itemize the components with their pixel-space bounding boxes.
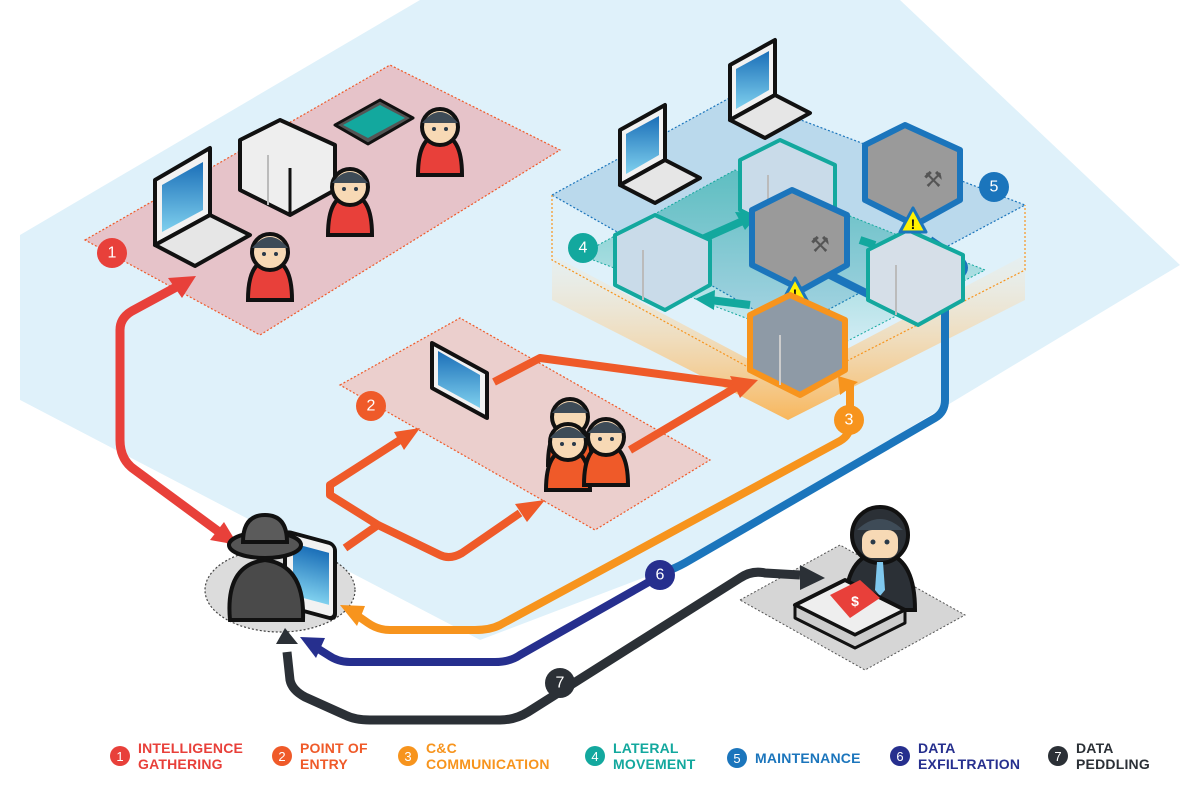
legend-badge: 2 bbox=[272, 746, 292, 766]
badge-7: 7 bbox=[545, 668, 575, 698]
svg-text:5: 5 bbox=[990, 179, 999, 196]
arrow-intelligence-gathering bbox=[115, 281, 233, 544]
arrow-data-peddling bbox=[282, 567, 801, 725]
laptop-icon bbox=[153, 146, 252, 268]
maintenance-server-icon: ⚒ bbox=[749, 187, 850, 293]
badge-2: 2 bbox=[356, 391, 386, 421]
badge-6: 6 bbox=[645, 560, 675, 590]
stolen-data-documents-icon: $ bbox=[793, 578, 907, 650]
monitor-icon bbox=[430, 341, 489, 420]
legend-badge: 7 bbox=[1048, 746, 1068, 766]
badge-5: 5 bbox=[979, 172, 1009, 202]
arrow-lateral-2 bbox=[709, 296, 751, 309]
arrowhead-exfiltration bbox=[300, 637, 325, 658]
legend-label: MAINTENANCE bbox=[755, 750, 861, 766]
hat-spy-icon bbox=[227, 512, 337, 622]
svg-text:4: 4 bbox=[579, 240, 588, 257]
svg-text:⚒: ⚒ bbox=[923, 168, 943, 193]
tablet-icon bbox=[333, 98, 415, 146]
people-group-icon bbox=[543, 397, 631, 492]
laptop-icon bbox=[618, 103, 702, 205]
badge-1: 1 bbox=[97, 238, 127, 268]
arrowhead-peddling-attacker bbox=[276, 628, 298, 644]
cc-server-icon bbox=[747, 292, 848, 398]
svg-text:$: $ bbox=[851, 593, 859, 609]
arrowhead-cc-top bbox=[838, 376, 858, 395]
svg-text:!: ! bbox=[911, 216, 916, 232]
svg-text:7: 7 bbox=[556, 675, 565, 692]
server-icon bbox=[613, 213, 712, 312]
svg-text:2: 2 bbox=[367, 398, 376, 415]
arrowhead-entry-monitor bbox=[394, 428, 420, 450]
arrow-data-exfiltration bbox=[309, 566, 672, 666]
arrowhead-intel-top bbox=[168, 276, 196, 298]
person-icon bbox=[325, 167, 375, 237]
legend-badge: 1 bbox=[110, 746, 130, 766]
person-icon bbox=[415, 107, 465, 177]
legend-badge: 5 bbox=[727, 748, 747, 768]
legend-item-maintenance: 5 MAINTENANCE bbox=[727, 740, 861, 768]
arrowhead-entry-cc bbox=[730, 376, 758, 398]
arrowhead-cc bbox=[340, 605, 365, 626]
maintenance-server-icon: ⚒ bbox=[862, 122, 963, 228]
arrow-lateral-1 bbox=[698, 216, 747, 244]
legend-badge: 4 bbox=[585, 746, 605, 766]
laptop-icon bbox=[728, 38, 812, 140]
svg-text:3: 3 bbox=[845, 412, 854, 429]
badge-3: 3 bbox=[834, 405, 864, 435]
arrow-point-of-entry bbox=[326, 436, 403, 552]
arrowhead-peddling-buyer bbox=[800, 565, 825, 590]
warning-icon: ! bbox=[898, 206, 928, 234]
svg-text:1: 1 bbox=[108, 245, 117, 262]
arrow-lateral-3 bbox=[858, 236, 877, 249]
legend-badge: 6 bbox=[890, 746, 910, 766]
person-icon bbox=[245, 232, 295, 302]
badge-4: 4 bbox=[568, 233, 598, 263]
svg-text:6: 6 bbox=[656, 567, 665, 584]
svg-text:⚒: ⚒ bbox=[810, 233, 830, 258]
arrowhead-entry-group bbox=[515, 500, 545, 522]
legend-badge: 3 bbox=[398, 746, 418, 766]
